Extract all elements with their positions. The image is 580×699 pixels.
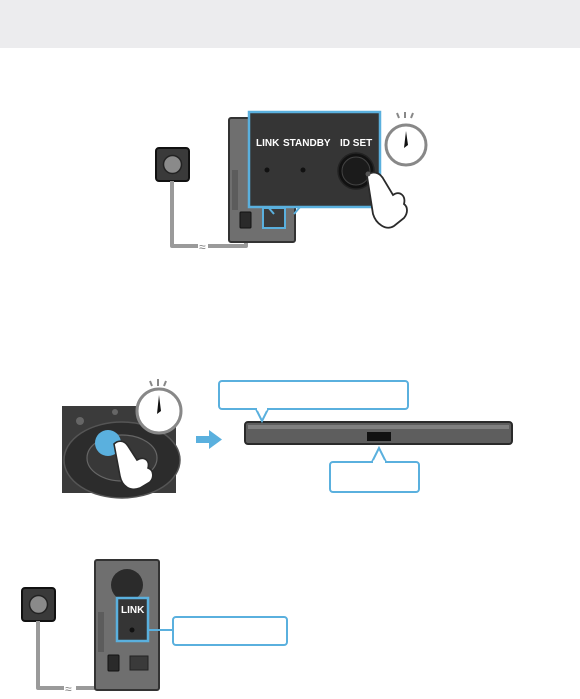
power-outlet-icon: [155, 147, 190, 182]
id-set-label: ID SET: [340, 138, 372, 149]
soundbar-display: [367, 432, 391, 441]
soundbar-status-callout: [218, 380, 409, 424]
link-indicator: [264, 167, 270, 173]
finger-press-icon: [113, 440, 154, 491]
step3-illustration: ≈ LINK: [21, 559, 288, 696]
standby-indicator: [300, 167, 306, 173]
link-label: LINK: [256, 138, 280, 149]
link-panel: [115, 596, 150, 643]
header-bar: [0, 0, 580, 48]
soundbar: [244, 421, 513, 445]
power-outlet-icon: [21, 587, 56, 622]
step1-illustration: ≈ LINK STANDBY ID SET: [155, 110, 428, 254]
svg-text:≈: ≈: [199, 240, 206, 254]
arrow-right-icon: [196, 430, 222, 449]
link-indicator: [129, 627, 135, 633]
rear-power-plug: [107, 654, 120, 672]
standby-label: STANDBY: [283, 138, 331, 149]
subwoofer-port: [111, 569, 143, 601]
id-set-button[interactable]: [337, 152, 375, 190]
step2-illustration: [62, 379, 513, 499]
display-readout-callout: [329, 445, 420, 493]
link-label: LINK: [121, 605, 145, 616]
stopwatch-icon: [135, 379, 183, 435]
rear-power-plug: [239, 211, 252, 229]
link-led-callout: [172, 616, 288, 646]
stopwatch-icon: [384, 112, 428, 167]
svg-text:≈: ≈: [65, 682, 72, 696]
finger-press-icon: [366, 171, 408, 229]
